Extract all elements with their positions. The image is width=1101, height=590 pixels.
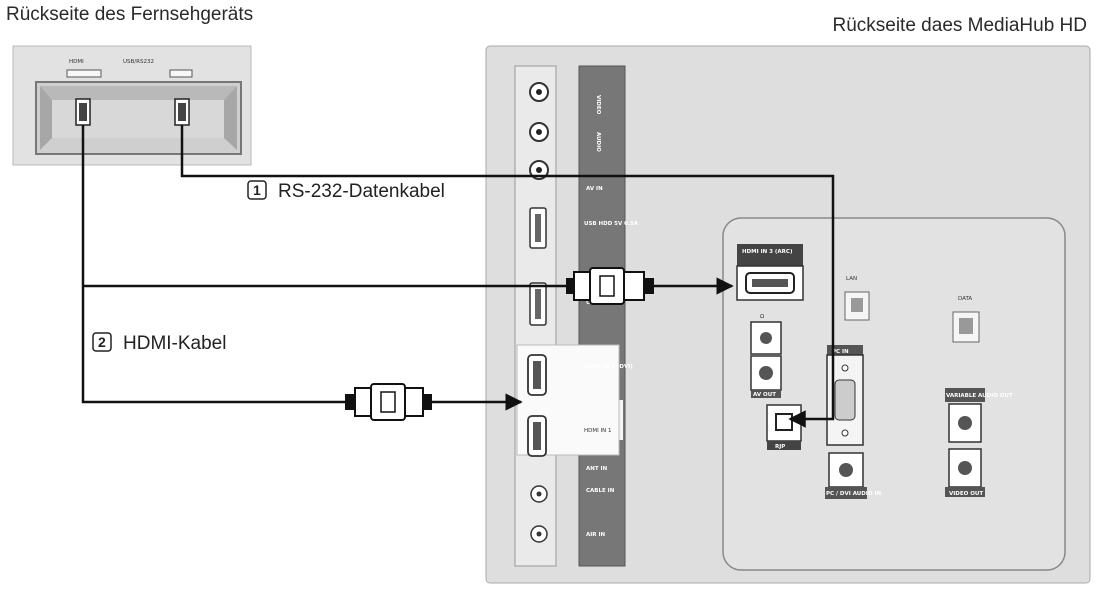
cable-label-2: 2 HDMI-Kabel [92,332,226,354]
pc-dvi-audio-label: PC / DVI AUDIO IN [826,491,881,497]
label-hdmi-in-1: HDMI IN 1 [584,428,611,434]
data-port [952,311,980,343]
video-jack [529,82,549,102]
audio-jack-2 [529,160,549,180]
hdmi-plug-lower [345,383,432,421]
label-air-in: AIR IN [586,532,605,538]
cable-number-1: 1 [253,182,261,198]
cable-name-2: HDMI-Kabel [123,333,226,354]
hdmi-arc-label: HDMI IN 3 (ARC) [742,249,793,255]
cable-number-2: 2 [98,334,106,350]
rjp-label: RJP [775,444,785,450]
mediahub-back-panel: VIDEO AUDIO AV IN USB HDD 5V 0.5A USB (M… [485,45,1091,584]
label-ant-in: ANT IN [586,466,608,472]
headphone-label: Ω [760,314,764,320]
tv-back-panel: HDMI USB/RS232 [12,45,252,166]
audio-jack [529,122,549,142]
av-out-label: AV OUT [753,392,776,398]
variable-audio-out-label: VARIABLE AUDIO OUT [946,393,1013,399]
tv-hdmi-port-label: HDMI [69,59,84,65]
pc-in-label: PC IN [832,349,849,355]
label-strip [578,65,626,567]
hdmi-cable [81,125,734,411]
cable-label-1: 1 RS-232-Datenkabel [247,180,445,202]
hub-back-caption: Rückseite daes MediaHub HD [832,15,1087,36]
video-out-label: VIDEO OUT [949,491,983,497]
av-out-jack [750,355,782,391]
data-label: DATA [958,296,972,302]
tv-back-caption: Rückseite des Fernsehgeräts [6,4,254,25]
label-video: VIDEO [595,95,601,115]
label-av-in: AV IN [586,186,603,192]
label-audio: AUDIO [595,132,601,152]
label-hdmi-in-2: HDMI IN 2 (DVI) [584,364,633,370]
cable-name-1: RS-232-Datenkabel [278,181,445,202]
hdmi-plug-upper [566,267,654,305]
rs232-cable [180,125,835,428]
label-cable-in: CABLE IN [586,488,615,494]
pc-dvi-audio-jack [828,452,864,488]
lan-label: LAN [846,276,857,282]
tv-usb-rs232-port-label: USB/RS232 [123,59,154,65]
label-usb: USB HDD 5V 0.5A [584,221,639,227]
